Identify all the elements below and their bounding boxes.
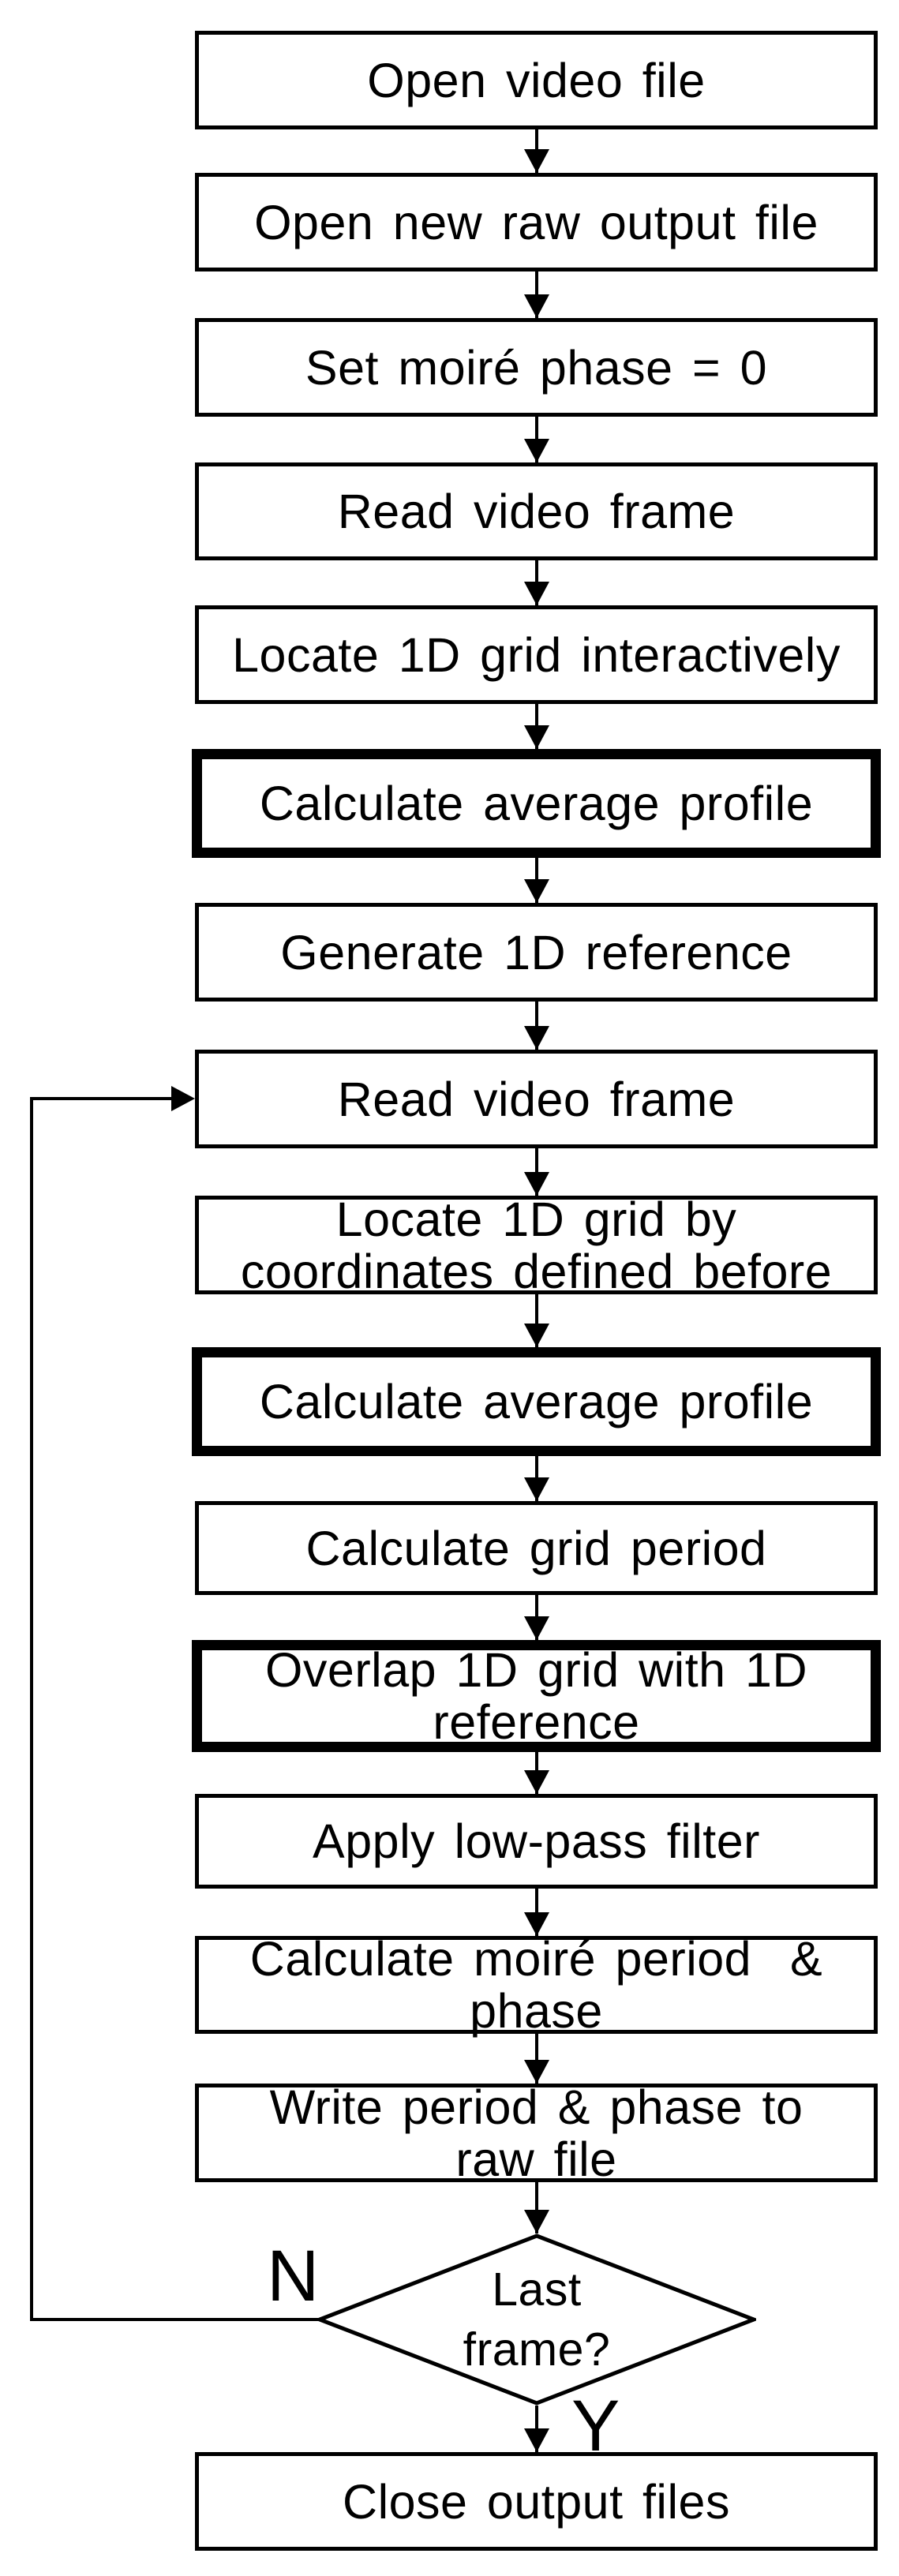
flow-arrow-down <box>524 2034 549 2084</box>
node-read-video-frame-2: Read video frame <box>195 1050 878 1148</box>
loop-line-bottom <box>30 2318 320 2321</box>
flow-arrow-down <box>524 2406 549 2452</box>
flow-arrow-down <box>524 1002 549 1050</box>
node-overlap-1d-grid-with-reference: Overlap 1D grid with 1D reference <box>192 1640 881 1752</box>
node-generate-1d-reference: Generate 1D reference <box>195 903 878 1002</box>
diamond-shape <box>317 2233 756 2406</box>
flow-arrow-down <box>524 271 549 318</box>
node-open-new-raw-output-file: Open new raw output file <box>195 173 878 271</box>
loop-line-top <box>30 1097 174 1100</box>
node-locate-1d-grid-interactively: Locate 1D grid interactively <box>195 605 878 704</box>
flow-arrow-down <box>524 1456 549 1501</box>
flow-arrow-down <box>524 129 549 173</box>
branch-label-no: N <box>267 2236 320 2316</box>
flow-arrow-down <box>524 1595 549 1640</box>
loop-arrowhead <box>171 1086 195 1111</box>
node-write-period-phase-to-raw-file: Write period & phase to raw file <box>195 2081 878 2185</box>
node-open-video-file: Open video file <box>195 31 878 129</box>
decision-last-frame: Last frame? <box>317 2233 756 2406</box>
flow-arrow-down <box>524 1752 549 1794</box>
node-close-output-files: Close output files <box>195 2452 878 2551</box>
node-locate-1d-grid-by-coordinates: Locate 1D grid by coordinates defined be… <box>195 1193 878 1297</box>
node-apply-low-pass-filter: Apply low-pass filter <box>195 1794 878 1889</box>
node-set-moire-phase: Set moiré phase = 0 <box>195 318 878 417</box>
flow-arrow-down <box>524 417 549 462</box>
node-calculate-average-profile-2: Calculate average profile <box>192 1347 881 1456</box>
flow-arrow-down <box>524 1294 549 1347</box>
flow-arrow-down <box>524 1889 549 1936</box>
flow-arrow-down <box>524 704 549 749</box>
node-calculate-grid-period: Calculate grid period <box>195 1501 878 1595</box>
branch-label-yes: Y <box>571 2386 620 2466</box>
flow-arrow-down <box>524 2182 549 2233</box>
flow-arrow-down <box>524 858 549 903</box>
decision-label: Last frame? <box>463 2263 611 2376</box>
node-read-video-frame-1: Read video frame <box>195 462 878 560</box>
flow-arrow-down <box>524 1148 549 1196</box>
flow-arrow-down <box>524 560 549 605</box>
loop-line-vertical <box>30 1097 33 2321</box>
node-calculate-moire-period-phase: Calculate moiré period & phase <box>195 1933 878 2037</box>
node-calculate-average-profile-1: Calculate average profile <box>192 749 881 858</box>
